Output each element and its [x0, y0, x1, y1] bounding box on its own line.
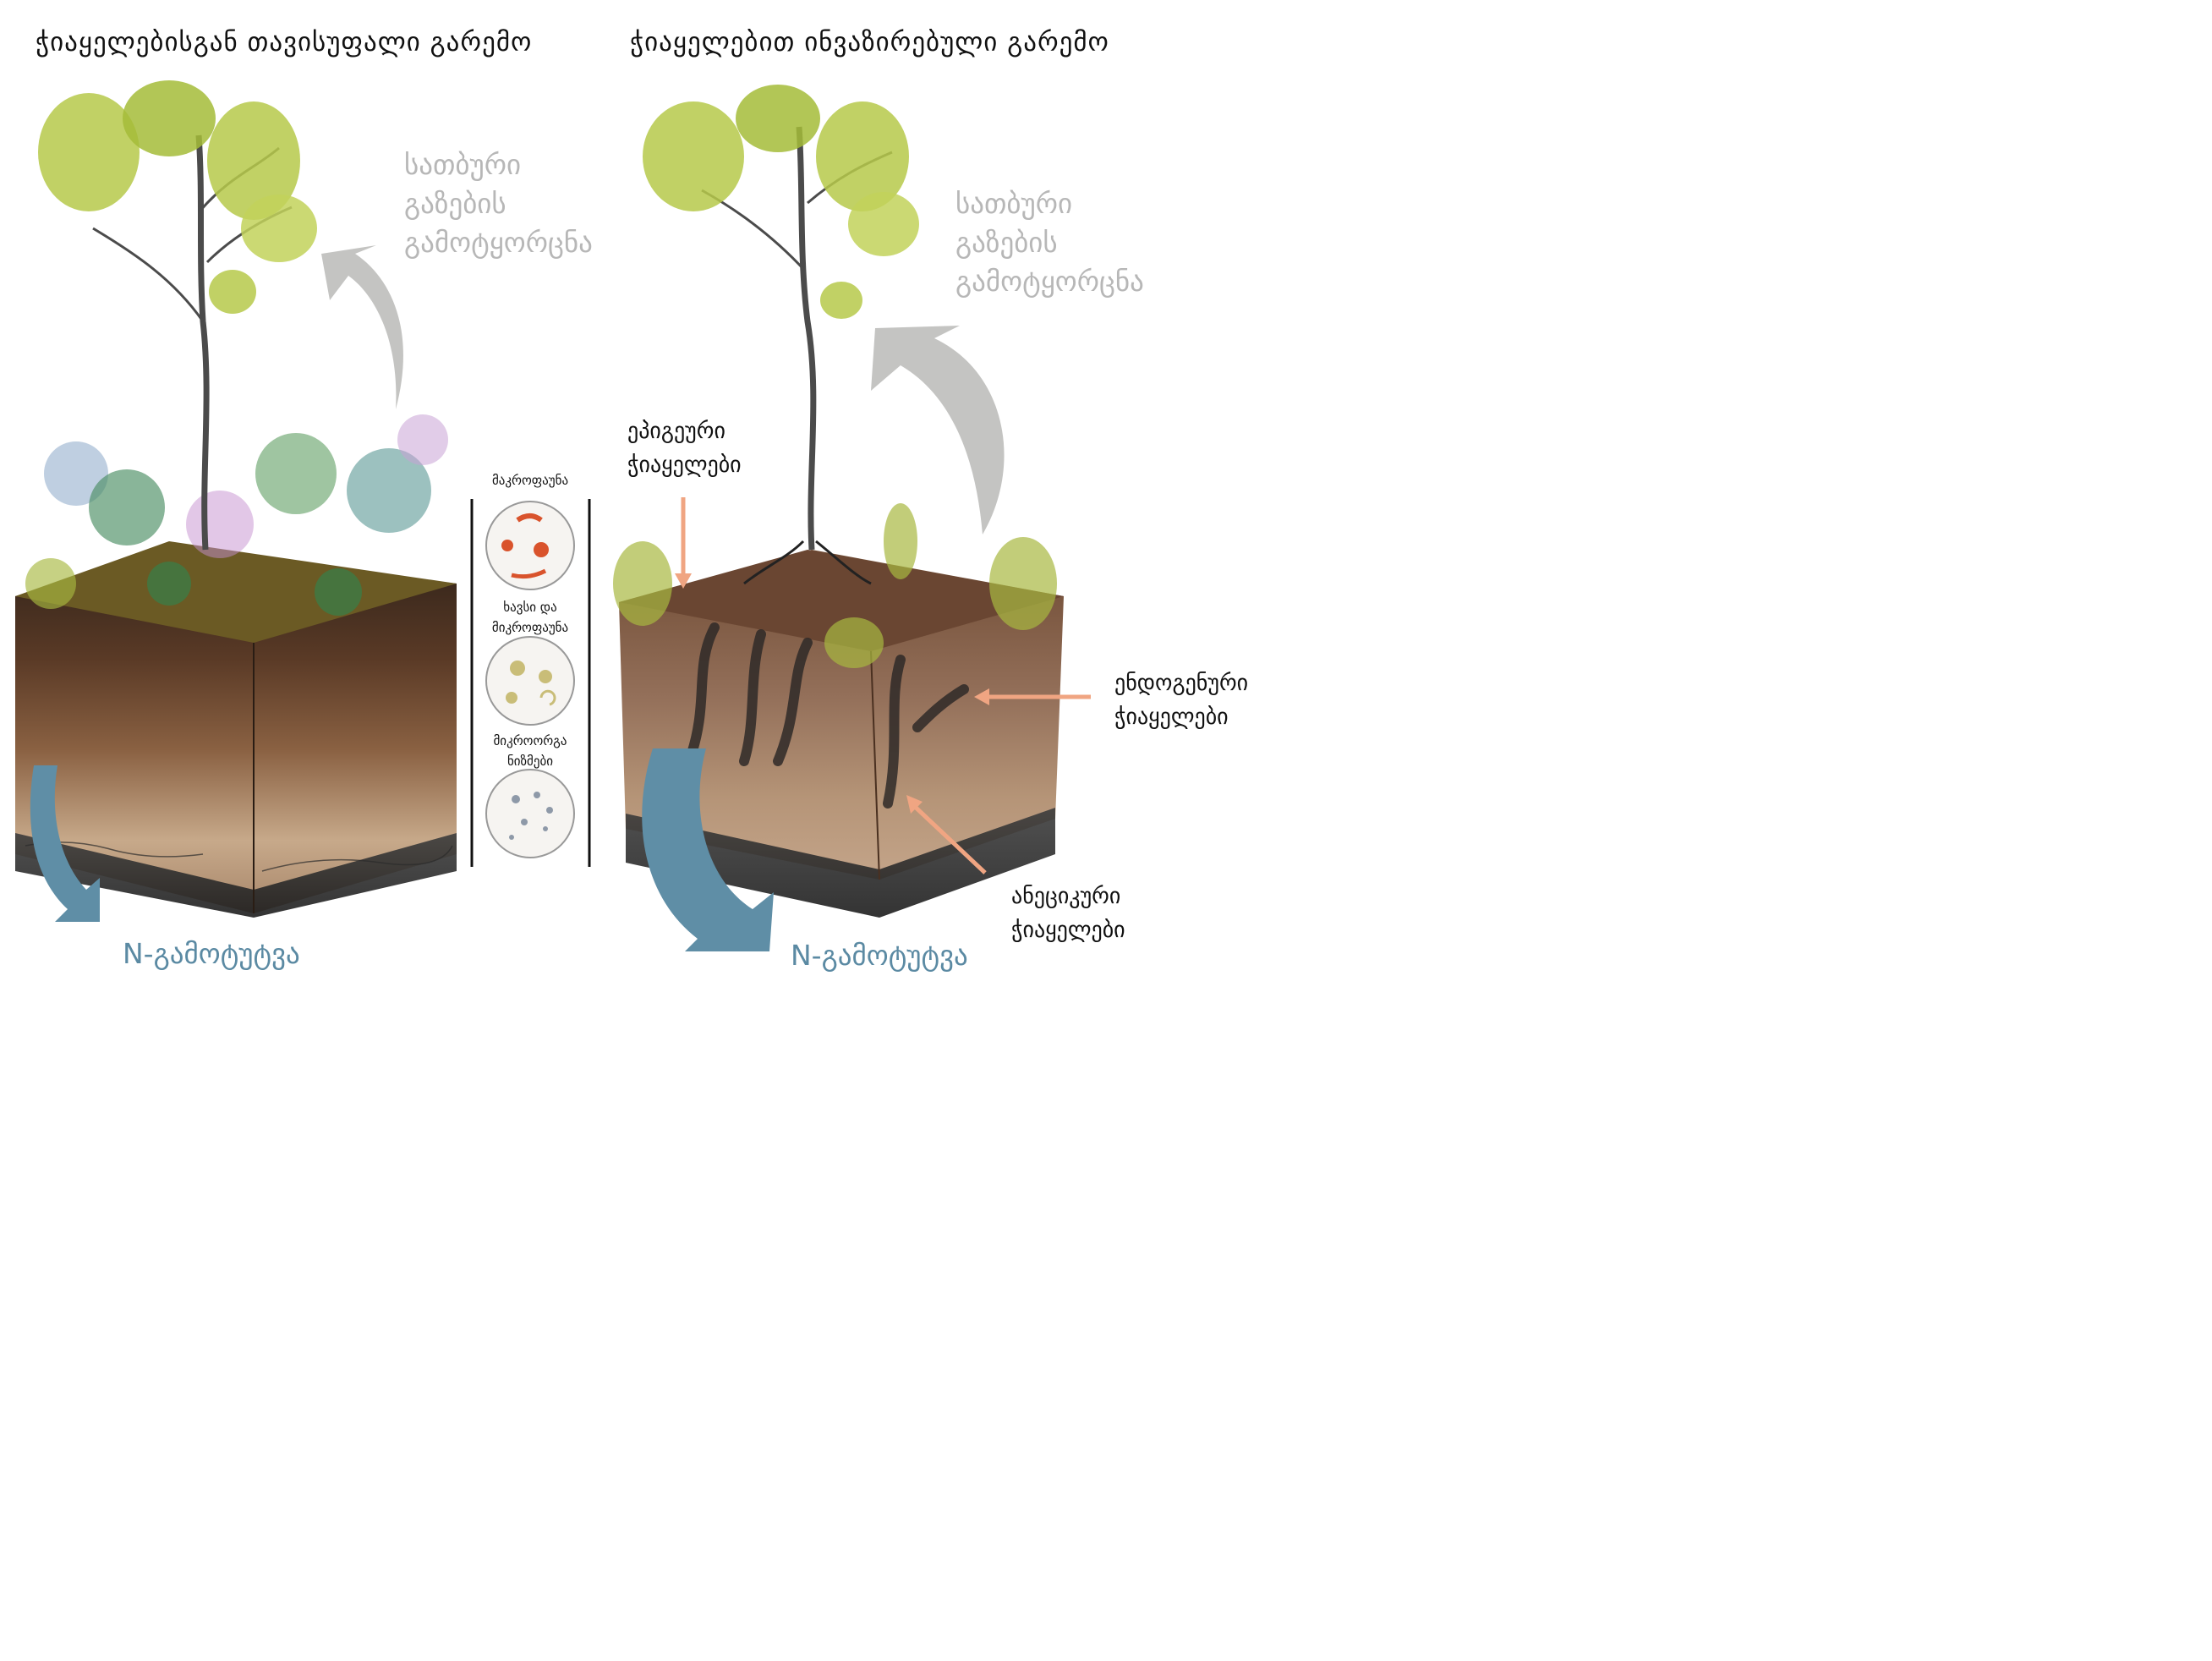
right-grass	[613, 503, 1057, 668]
left-ground-vegetation	[25, 414, 448, 616]
legend-panel	[470, 499, 591, 867]
right-soil-block	[619, 550, 1064, 918]
right-nitrogen-leaching-label: N-გამოტუტვა	[791, 939, 968, 972]
left-nitrogen-leaching-label: N-გამოტუტვა	[123, 937, 300, 970]
right-tree	[643, 85, 919, 585]
microorganisms-circle	[485, 769, 575, 858]
macrofauna-circle	[485, 501, 575, 590]
soil-ecosystem-illustration	[15, 80, 1091, 951]
legend-macrofauna-label: მაკროფაუნა	[491, 473, 569, 488]
annotation-pointers	[675, 497, 1091, 874]
right-greenhouse-gas-arrow	[871, 326, 1005, 534]
mesofauna-circle	[485, 636, 575, 726]
right-nitrogen-leaching-arrow	[642, 748, 774, 951]
earthworm-burrows	[684, 622, 969, 809]
left-soil-block	[15, 541, 457, 918]
left-nitrogen-leaching-arrow	[30, 765, 100, 922]
left-panel-title: ჭიაყელებისგან თავისუფალი გარემო	[36, 27, 533, 58]
left-greenhouse-gas-arrow	[321, 245, 403, 409]
right-panel-title: ჭიაყელებით ინვაზირებული გარემო	[630, 27, 1109, 58]
left-tree	[38, 80, 317, 551]
